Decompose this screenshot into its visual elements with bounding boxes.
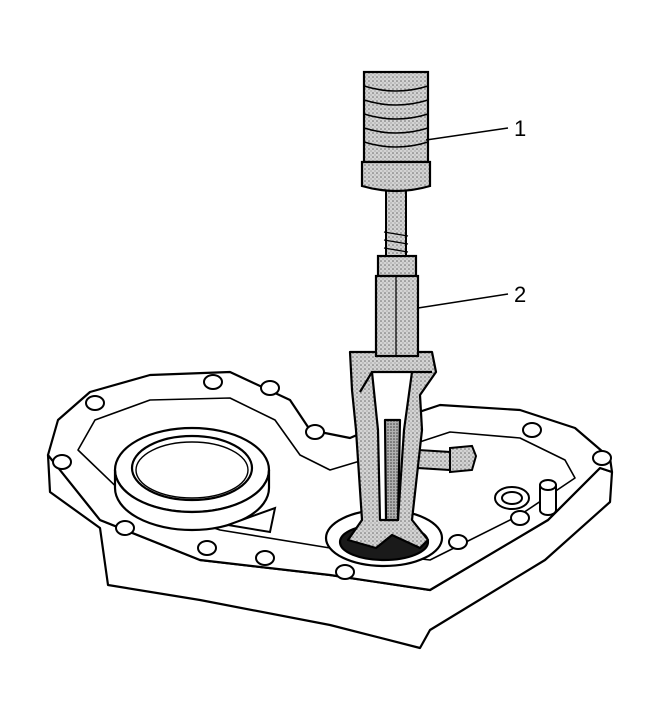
bolt-hole <box>448 534 468 550</box>
bolt-hole <box>52 454 72 470</box>
bolt-hole <box>255 550 275 566</box>
slide-hammer-weight <box>360 70 432 193</box>
bolt-hole <box>335 564 355 580</box>
slide-hammer-rod <box>383 189 409 257</box>
puller-jaw <box>346 350 438 550</box>
adapter-body <box>374 274 420 358</box>
cover-plate <box>46 370 614 650</box>
callout-label-1: 1 <box>514 116 527 141</box>
cover-plate-rim <box>77 397 576 561</box>
race-inner <box>130 434 254 502</box>
bolt-hole <box>85 395 105 411</box>
bolt-hole <box>592 450 612 466</box>
bolt-hole <box>115 520 135 536</box>
bolt-hole <box>510 510 530 526</box>
bolt-hole <box>522 422 542 438</box>
hammer-collar <box>360 160 432 193</box>
race-band <box>113 469 271 532</box>
bolt-hole <box>305 424 325 440</box>
threaded-adapter <box>374 254 420 358</box>
bolt-hole <box>203 374 223 390</box>
callout-label-2: 2 <box>514 282 527 307</box>
dowel-pin <box>494 479 557 516</box>
race-bore <box>135 441 249 499</box>
jaw-inner <box>383 418 402 522</box>
adapter-hex <box>376 254 418 278</box>
bearing-race <box>113 426 271 532</box>
leader-line-1 <box>425 127 509 141</box>
leader-lines <box>417 127 509 309</box>
bolt-hole <box>197 540 217 556</box>
bolt-holes <box>52 374 612 580</box>
side-bolt <box>417 444 478 474</box>
leader-line-2 <box>417 293 509 309</box>
bolt-hole <box>260 380 280 396</box>
triangular-recess <box>224 506 277 534</box>
cover-plate-top <box>46 370 614 592</box>
